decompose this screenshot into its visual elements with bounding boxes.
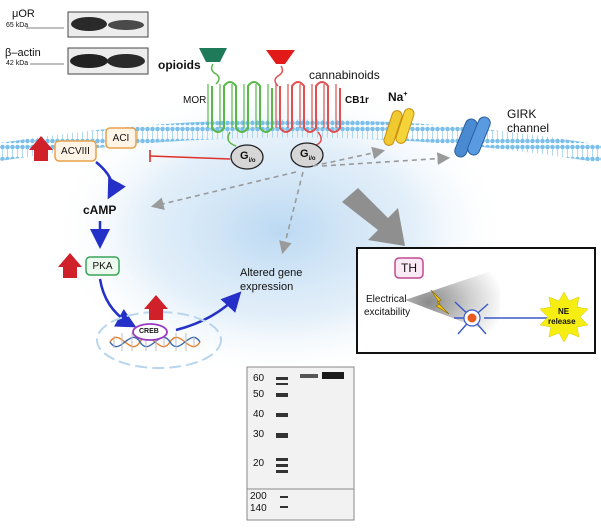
mor-receptor-icon [207,81,273,133]
big-gray-arrow [342,188,405,246]
creb-oval [132,323,168,341]
gel-ladder-label: 60 [253,373,265,384]
camp-label: cAMP [83,203,117,217]
gel-ladder-label: 50 [253,389,265,400]
aci-label: ACI [112,132,130,144]
gio-protein-left [230,144,264,170]
blot-kda-actin: 42 kDa [6,60,29,67]
th-label: TH [401,261,417,275]
pka-label: PKA [92,260,113,272]
creb-label: CREB [139,328,159,335]
blot-label-mor: μOR [12,8,35,20]
gio-left-label: Gi/o [240,150,256,165]
blot-band-mor-lane1 [71,17,107,31]
gel-band-lane3 [322,372,344,379]
pka-box [85,256,120,276]
nucleus-outline [96,311,222,369]
ne-burst-icon [539,291,589,343]
gel-bottom-label: 140 [250,503,267,514]
th-box [394,257,424,279]
opioids-label: opioids [158,58,201,72]
sodium-channel-icon [383,108,415,146]
cb1r-receptor-icon [275,81,341,133]
ne-label-line2: release [548,317,576,326]
altered-gene-line2: expression [240,281,294,293]
cb1r-label: CB1r [345,95,369,106]
gel-image [246,366,355,521]
gio-left-sub: i/o [248,158,256,165]
opioid-ligand-icon [199,48,227,62]
cannabinoid-ligand-icon [266,50,295,64]
acviii-label: ACVIII [61,145,90,157]
blot-kda-mor: 65 kDa [6,22,29,29]
gel-bottom-label: 200 [250,491,267,502]
ne-label-line1: NE [558,307,570,316]
altered-gene-line1: Altered gene [240,267,303,279]
na-superscript: + [403,91,408,98]
arrow-creb-to-expression [175,291,242,332]
arrow-ac-to-camp [95,161,126,200]
blot-label-actin: β–actin [5,47,41,59]
blot-band-mor-lane2 [108,20,144,30]
girk-channel-icon [454,116,491,158]
gio-right-label: Gi/o [300,148,316,163]
dashed-arrows [150,146,451,255]
gel-ladder-bands [276,377,288,508]
inhibition-line [149,155,231,160]
dna-icon [109,333,201,351]
cannabinoids-label: cannabinoids [309,68,380,82]
mor-label: MOR [183,95,207,106]
electrical-line2: excitability [364,307,411,318]
electrical-line1: Electrical [366,294,407,305]
blot-band-actin-lane1 [70,54,108,68]
gel-band-lane2 [300,374,318,378]
blot-band-actin-lane2 [107,54,145,68]
aci-box [105,127,137,149]
na-label: Na+ [388,90,408,104]
lightning-icon [430,289,450,315]
acviii-box [54,140,97,162]
gio-protein-right [290,142,324,168]
gel-ladder-label: 40 [253,409,265,420]
arrow-pka-to-creb [98,278,137,328]
gel-ladder-label: 20 [253,458,265,469]
girk-label-line1: GIRK [507,107,537,121]
gio-right-sub: i/o [308,156,316,163]
girk-label-line2: channel [507,121,550,135]
gel-ladder-label: 30 [253,429,265,440]
cell-membrane [0,119,601,163]
